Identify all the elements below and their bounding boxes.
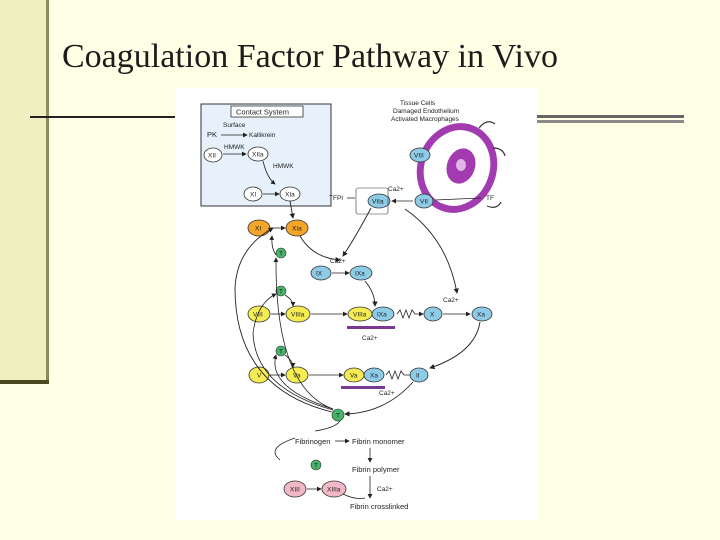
ix-label: IX <box>316 271 323 278</box>
viii-node <box>247 305 271 323</box>
contact-system-label-box <box>230 105 304 118</box>
slide-title: Coagulation Factor Pathway in Vivo <box>62 38 558 75</box>
thrombin-label-3: T <box>279 349 283 356</box>
tissue-line-2: Damaged Endothelium <box>393 108 459 115</box>
xi-contact-node <box>243 186 263 202</box>
xii-label: XII <box>208 153 216 160</box>
xii-node <box>203 147 223 163</box>
hmwk-label-2: HMWK <box>273 163 294 170</box>
viiia-node-1 <box>285 305 311 323</box>
viia-label: VIIa <box>372 199 384 206</box>
xa-node-1 <box>471 306 493 322</box>
xa-node-2 <box>363 367 385 383</box>
xa-label-1: Xa <box>477 312 485 319</box>
vii-label: VII <box>420 199 428 206</box>
ii-label: II <box>416 373 420 380</box>
thrombin-label-4: T <box>336 413 340 420</box>
contact-system-label: Contact System <box>236 108 289 117</box>
vii-node <box>414 193 434 209</box>
tenase-activation-arrow <box>396 308 424 320</box>
xiii-label: XIII <box>290 487 300 494</box>
xa-label-2: Xa <box>370 373 378 380</box>
tfpi-label: TFPI <box>329 195 343 202</box>
tf-label: TF <box>486 195 494 202</box>
fibrin-crosslinked-label: Fibrin crosslinked <box>350 502 408 511</box>
xiiia-node <box>321 480 347 498</box>
xia-label: XIa <box>292 226 302 233</box>
v-label: V <box>257 373 262 380</box>
viii-tissue-label: VIII <box>414 153 424 160</box>
tissue-line-1: Tissue Cells <box>400 100 436 107</box>
viii-tissue-node <box>409 147 431 163</box>
ix-node <box>310 265 332 281</box>
thrombin-label-5: T <box>314 463 318 470</box>
viiia-label-2: VIIIa <box>353 312 367 319</box>
thrombin-node-3 <box>275 345 287 357</box>
thrombin-node-5 <box>310 459 322 471</box>
fibrinogen-label: Fibrinogen <box>295 437 330 446</box>
pathway-diagram: Contact System Surface PK Kallikrein XII… <box>175 88 537 520</box>
ixa-node-1 <box>349 265 373 281</box>
surface-label: Surface <box>223 122 246 129</box>
ca-tenase-label: Ca2+ <box>362 335 378 342</box>
xia-contact-label: XIa <box>285 192 295 199</box>
thrombin-node-1 <box>275 247 287 259</box>
ca-pro-label: Ca2+ <box>379 390 395 397</box>
thrombin-node-4 <box>331 408 345 422</box>
prothrombinase-activation-arrow <box>385 369 415 381</box>
ca-fib-label: Ca2+ <box>377 486 393 493</box>
pk-label: PK <box>207 130 217 139</box>
tissue-line-3: Activated Macrophages <box>391 116 460 123</box>
ca-ix-label: Ca2+ <box>330 258 346 265</box>
tenase-membrane <box>347 326 395 329</box>
title-rule-left <box>30 116 175 118</box>
left-accent-bar <box>0 0 49 384</box>
prothrombinase-membrane <box>341 386 385 389</box>
va-label-2: Va <box>350 373 358 380</box>
xi-contact-label: XI <box>250 192 256 199</box>
xia-node <box>285 219 309 237</box>
ca-tissue-label: Ca2+ <box>388 186 404 193</box>
xiii-node <box>283 480 307 498</box>
fibrin-polymer-label: Fibrin polymer <box>352 465 400 474</box>
thrombin-label-1: T <box>279 251 283 258</box>
ca-x-label: Ca2+ <box>443 297 459 304</box>
ii-node <box>409 367 429 383</box>
hmwk-label-1: HMWK <box>224 144 245 151</box>
xiiia-label: XIIIa <box>327 487 341 494</box>
viia-node <box>367 193 391 209</box>
kallikrein-label: Kallikrein <box>249 132 276 139</box>
viii-label: VIII <box>253 312 263 319</box>
left-accent-bar-base <box>0 380 49 384</box>
xiia-label: XIIa <box>252 152 264 159</box>
va-node-1 <box>285 366 309 384</box>
xiia-node <box>247 146 269 162</box>
tissue-cell-nucleolus <box>456 159 466 171</box>
ixa-label-1: IXa <box>355 271 365 278</box>
ixa-node-2 <box>371 306 395 322</box>
viiia-label-1: VIIIa <box>291 312 305 319</box>
xi-label: XI <box>255 226 261 233</box>
fibrin-monomer-label: Fibrin monomer <box>352 437 405 446</box>
ixa-label-2: IXa <box>377 312 387 319</box>
pathway-diagram-svg: Contact System Surface PK Kallikrein XII… <box>200 100 506 511</box>
title-rule-right-shadow <box>537 120 684 123</box>
x-node <box>423 306 443 322</box>
thrombin-node-2 <box>275 285 287 297</box>
x-label: X <box>430 312 435 319</box>
thrombin-label-2: T <box>279 289 283 296</box>
title-rule-right <box>537 115 684 118</box>
